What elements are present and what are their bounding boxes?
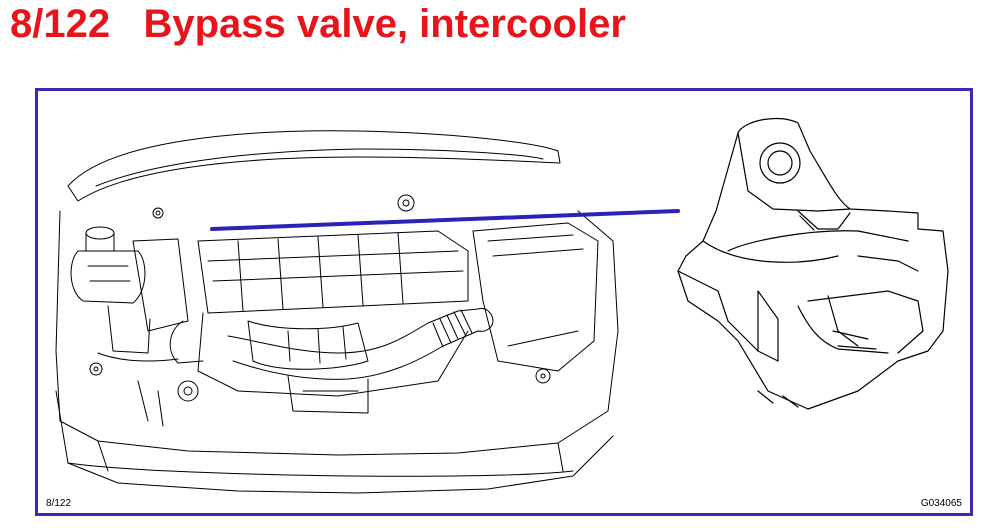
engine-bay-illustration <box>55 117 949 494</box>
coolant-reservoir <box>70 226 146 304</box>
leader-line <box>210 209 680 231</box>
engine-block <box>197 230 469 397</box>
bypass-valve-detail <box>677 117 949 410</box>
car-body-outline <box>55 210 619 494</box>
hood-outline <box>67 130 561 202</box>
page-ref-label: 8/122 <box>46 498 72 509</box>
air-filter-box <box>397 194 599 384</box>
air-intake-hose <box>227 307 494 380</box>
illustration-frame: 8/122 G034065 <box>35 88 973 516</box>
figure-id-label: G034065 <box>920 498 962 509</box>
lower-components <box>137 320 369 427</box>
left-side-components <box>89 207 189 376</box>
page-title: 8/122 Bypass valve, intercooler <box>10 2 626 46</box>
